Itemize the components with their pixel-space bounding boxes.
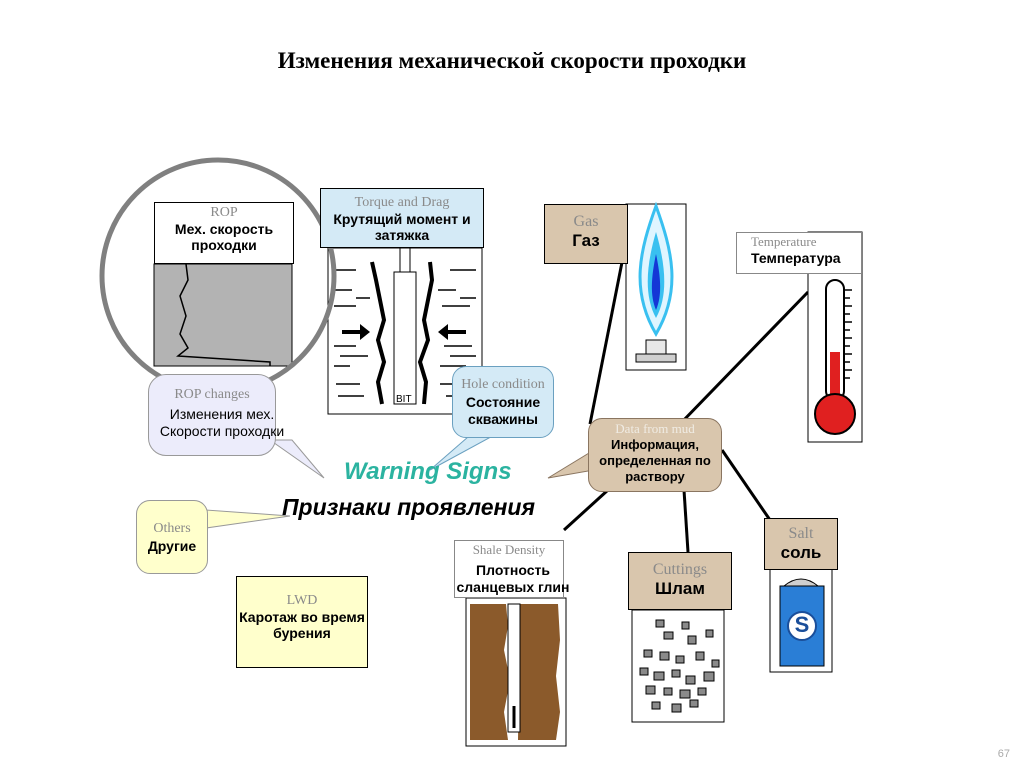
arrow-left-icon (438, 324, 466, 340)
shale-drawing (465, 597, 567, 747)
rop-ru: Мех. скорость проходки (174, 221, 274, 254)
line-cuttings (682, 489, 690, 553)
lwd-en: LWD (286, 593, 318, 608)
mud-bubble: Data from mud Информация, определенная п… (588, 418, 722, 492)
warning-signs-en: Warning Signs (344, 458, 512, 485)
rop-chart-fill (153, 263, 293, 367)
torque-en: Torque and Drag (354, 195, 450, 210)
rop-en: ROP (210, 205, 238, 220)
salt-icon: S (794, 612, 810, 637)
cuttings-ru: Шлам (655, 579, 705, 599)
line-gas (588, 231, 630, 425)
salt-box: Salt соль (764, 518, 838, 570)
rop-changes-tail (268, 439, 325, 479)
hole-bubble: Hole condition Состояние скважины (452, 366, 554, 438)
hole-ru: Состояние скважины (465, 393, 541, 427)
hole-en: Hole condition (461, 377, 545, 392)
gas-box: Gas Газ (544, 204, 628, 264)
others-bubble: Others Другие (136, 500, 208, 574)
line-temperature (678, 290, 810, 426)
page-title: Изменения механической скорости проходки (277, 48, 747, 73)
rop-curve (176, 263, 271, 366)
lwd-ru: Каротаж во время бурения (239, 609, 365, 642)
salt-en: Salt (788, 525, 814, 542)
line-salt (720, 449, 772, 521)
formation-hatch (334, 269, 476, 397)
salt-shaker-drawing (769, 567, 833, 673)
temperature-en: Temperature (751, 234, 817, 249)
mud-en: Data from mud (615, 421, 695, 436)
gas-flame-drawing (625, 201, 687, 371)
arrow-right-icon (342, 324, 370, 340)
cuttings-box: Cuttings Шлам (628, 552, 732, 610)
lwd-box: LWD Каротаж во время бурения (236, 576, 368, 668)
others-tail (205, 509, 291, 529)
gas-ru: Газ (572, 231, 600, 251)
cuttings-drawing (631, 609, 725, 723)
shale-en: Shale Density (472, 542, 546, 557)
gas-en: Gas (573, 213, 599, 230)
others-en: Others (153, 521, 191, 536)
page-number: 67 (997, 748, 1010, 760)
mud-ru: Информация, определенная по раствору (599, 436, 711, 485)
rop-box: ROP Мех. скорость проходки (154, 202, 294, 264)
warning-signs-ru: Признаки проявления (282, 494, 536, 520)
others-ru: Другие (147, 537, 197, 554)
rop-changes-ru: Изменения мех. Скорости проходки (159, 406, 285, 439)
shale-text: Плотность сланцевых глин (436, 562, 590, 596)
cuttings-en: Cuttings (652, 561, 708, 578)
torque-box: Torque and Drag Крутящий момент и затяжк… (320, 188, 484, 248)
salt-ru: соль (780, 543, 822, 563)
rop-changes-en: ROP changes (174, 387, 250, 402)
line-shale (562, 488, 610, 532)
connector-lines (562, 231, 810, 553)
torque-ru: Крутящий момент и затяжка (333, 211, 471, 244)
shale-ru: Плотность сланцевых глин (456, 562, 570, 595)
rop-changes-bubble: ROP changes (148, 374, 276, 456)
bit-label: BIT (396, 394, 412, 405)
temperature-ru: Температура (751, 249, 841, 266)
rop-changes-text: Изменения мех. Скорости проходки (138, 406, 306, 440)
shale-box: Shale Density (454, 540, 564, 598)
temperature-box: Temperature Температура (736, 232, 862, 274)
